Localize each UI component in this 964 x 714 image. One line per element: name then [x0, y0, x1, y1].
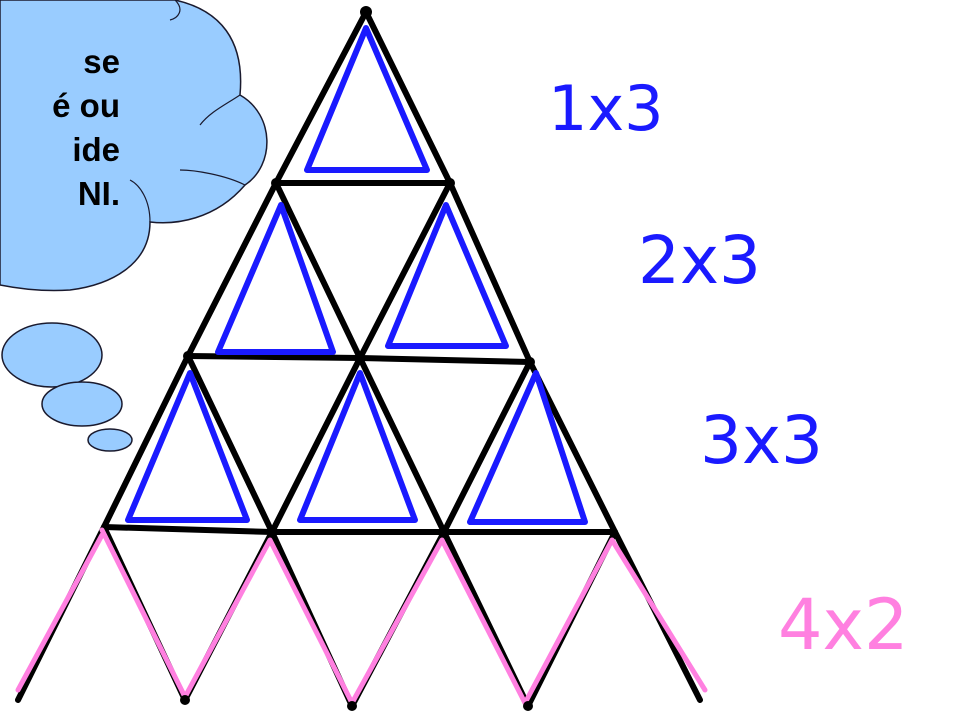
matchstick [185, 353, 363, 361]
cloud-inner-arc [199, 94, 241, 126]
joint-dot [360, 6, 372, 18]
blue-triangle [297, 370, 418, 523]
cloud-shape [0, 0, 268, 292]
cloud-inner-arc [179, 169, 246, 186]
matchstick [185, 353, 275, 535]
matchstick-joints [180, 6, 535, 711]
thought-bubble-text: se é ou ide NI. [0, 40, 120, 216]
matchstick [185, 180, 279, 359]
joint-dot [267, 527, 277, 537]
blue-triangle [125, 370, 250, 523]
bubble-line: é ou [52, 87, 120, 124]
cloud-inner-arc [129, 179, 151, 223]
blue-triangle [467, 370, 588, 525]
thought-bubble-large [1, 322, 103, 388]
joint-dot [183, 351, 193, 361]
blue-triangle [385, 202, 509, 349]
matchstick [273, 9, 369, 186]
row-label-3: 3x3 [700, 402, 824, 479]
bubble-line: se [83, 43, 120, 80]
thought-bubble-small [87, 428, 133, 452]
joint-dot [445, 178, 455, 188]
joint-dot [525, 357, 535, 367]
joint-dot [523, 701, 533, 711]
joint-dot [355, 353, 365, 363]
joint-dot [271, 178, 281, 188]
thought-bubble-medium [41, 381, 123, 427]
matchstick [441, 359, 533, 535]
matchstick [357, 355, 447, 535]
row-label-2: 2x3 [638, 222, 762, 299]
joint-dot [439, 527, 449, 537]
cloud-inner-arc [169, 0, 181, 21]
bubble-line: ide [72, 131, 120, 168]
blue-triangle [304, 25, 430, 173]
blue-triangle [215, 202, 336, 355]
bubble-line: NI. [77, 175, 120, 212]
thought-cloud [0, 0, 268, 452]
row-label-4: 4x2 [778, 584, 909, 666]
matchstick [269, 355, 363, 535]
matchstick [273, 180, 363, 361]
joint-dot [180, 695, 190, 705]
row-label-1: 1x3 [548, 72, 664, 145]
matchstick [101, 353, 191, 530]
blue-triangles [125, 25, 588, 525]
matchstick [363, 9, 453, 186]
matchstick [101, 524, 275, 535]
pink-zigzag [99, 527, 708, 706]
joint-dot [347, 701, 357, 711]
matchstick [357, 180, 453, 361]
matchstick [447, 180, 533, 365]
pink-zigzag-tail [15, 532, 105, 693]
matchstick [357, 355, 533, 365]
